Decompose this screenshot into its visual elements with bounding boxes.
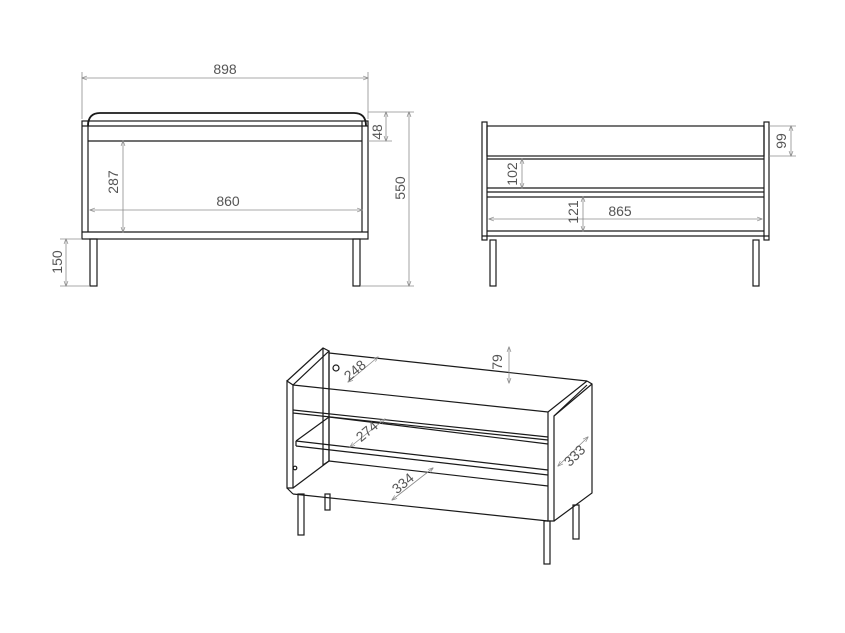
dim-top-thickness: 48: [369, 124, 385, 140]
dim-drawer-height: 287: [105, 170, 121, 194]
dim-bottom-depth: 334: [389, 469, 417, 496]
dim-side-depth: 333: [561, 441, 589, 469]
dim-inner-width: 860: [216, 193, 240, 209]
iso-view-body: [286, 347, 593, 565]
dim-overall-width: 898: [213, 61, 237, 77]
front-view: 898 860 287 150 550 48: [49, 61, 414, 287]
dim-iso-top-height: 79: [489, 354, 505, 370]
dim-leg-height: 150: [49, 250, 65, 274]
front-view-body: [81, 112, 369, 287]
dim-top-depth: 248: [341, 356, 369, 383]
dim-total-height: 550: [392, 176, 408, 200]
iso-view-dimensions: [348, 347, 588, 500]
side-view: 99 102 121 865: [481, 121, 796, 287]
iso-view: 248 274 334 333 79: [286, 347, 593, 565]
dim-top-gap: 99: [773, 133, 789, 149]
dim-side-inner-width: 865: [608, 203, 632, 219]
dim-shelf-gap: 121: [565, 200, 581, 224]
front-view-dimensions: [60, 72, 414, 286]
side-view-dimensions: [489, 126, 796, 231]
dim-drawer-gap: 102: [504, 162, 520, 186]
side-view-body: [481, 121, 770, 287]
